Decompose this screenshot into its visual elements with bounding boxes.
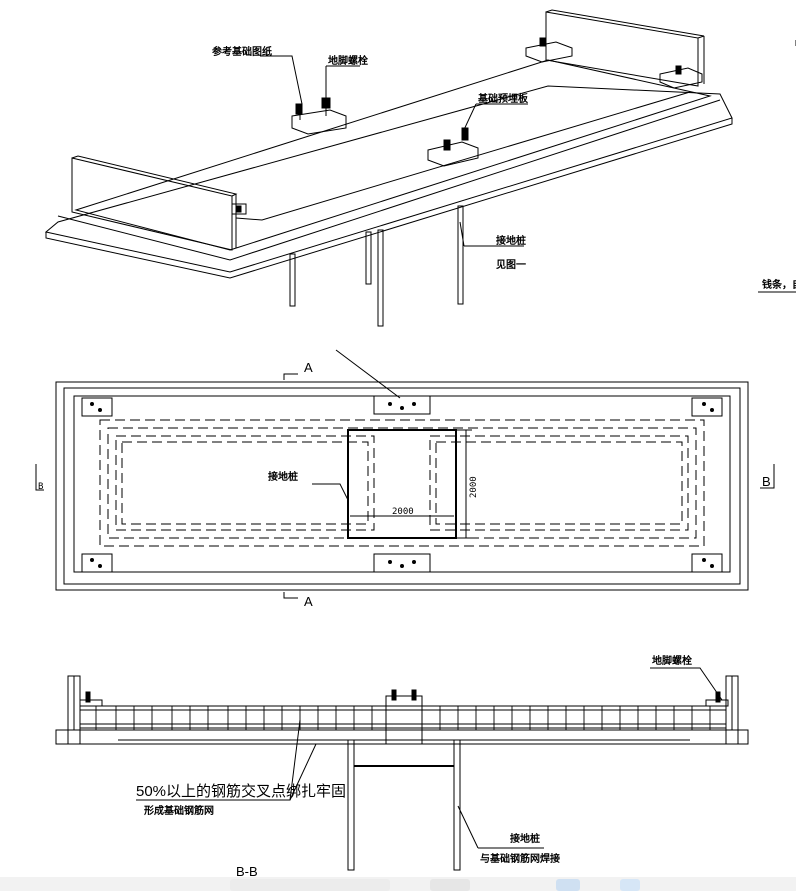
bottom-strip [0, 877, 796, 891]
anchor-block-4 [659, 65, 703, 89]
isometric-view [44, 9, 796, 327]
label-see-fig1: 见图一 [496, 259, 526, 271]
section-slab [55, 729, 749, 745]
label-side-note: 钱条，自 [762, 278, 796, 291]
labels: 参考基础图纸 地脚螺栓 基础预埋板 接地桩 见图一 钱条，自 接地桩 2000 … [38, 45, 796, 879]
section-marker-a-top: A [304, 360, 313, 375]
section-view [55, 667, 749, 871]
label-anchor-bolt-section: 地脚螺栓 [652, 654, 692, 667]
dim-2000-vertical: 2000 [469, 476, 479, 498]
anchor-block-5 [231, 203, 247, 215]
plan-view [35, 349, 775, 599]
label-embedded-plate: 基础预埋板 [477, 92, 529, 105]
ground-piles-iso [289, 205, 464, 327]
rebar-outline [99, 419, 705, 547]
plan-outer [55, 381, 749, 591]
rebar-grid [80, 705, 726, 730]
right-wall [545, 11, 699, 87]
anchor-block-2 [427, 127, 479, 167]
rebar-note-line1: 50%以上的钢筋交叉点绑扎牢固 [136, 782, 346, 800]
dim-2000-horizontal: 2000 [392, 507, 414, 517]
left-wall-top [71, 155, 238, 197]
left-wall [71, 157, 233, 251]
slab-base [44, 85, 733, 273]
label-weld-note: 与基础钢筋网焊接 [480, 852, 560, 865]
rebar-note-line2: 形成基础钢筋网 [144, 804, 214, 817]
slab-base-edge [45, 118, 733, 279]
section-marker-a-bottom: A [304, 594, 313, 609]
section-marker-b-left: B [38, 482, 43, 492]
anchor-block-1 [291, 97, 347, 135]
label-anchor-bolt-top: 地脚螺栓 [328, 54, 368, 67]
corner-plates [81, 395, 723, 573]
section-marker-b-right: B [762, 474, 771, 489]
anchor-block-3 [525, 37, 573, 63]
label-ground-pile-plan: 接地桩 [268, 470, 298, 483]
slab-step [57, 99, 721, 261]
label-ground-pile-top: 接地桩 [496, 234, 526, 247]
ground-piles-section [347, 739, 461, 871]
label-ref-drawing: 参考基础图纸 [212, 45, 272, 58]
section-title: B-B [236, 864, 258, 879]
label-ground-pile-section: 接地桩 [510, 832, 540, 845]
ground-pile-square [347, 429, 457, 539]
